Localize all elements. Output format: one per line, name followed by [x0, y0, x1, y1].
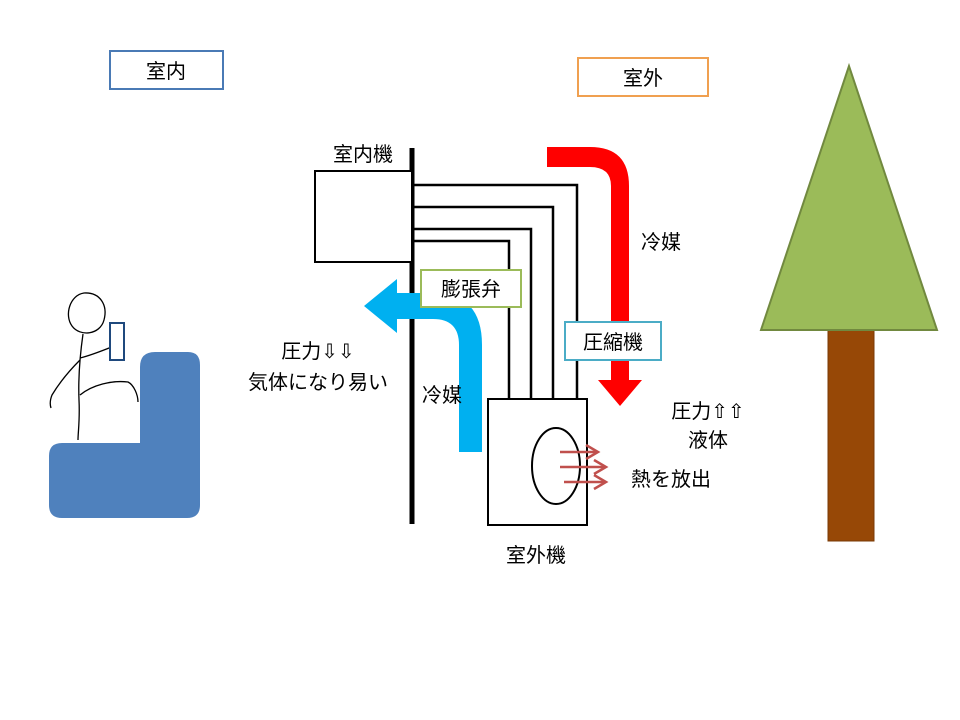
refrigerant-label-cold: 冷媒 — [422, 383, 462, 407]
liquid-label: 液体 — [688, 428, 728, 452]
expansion-valve-label: 膨張弁 — [441, 277, 501, 301]
person-on-sofa — [49, 292, 200, 518]
outdoor-unit-label: 室外機 — [506, 543, 566, 567]
sofa — [49, 352, 200, 518]
cold-refrigerant-arrow — [364, 279, 482, 452]
person-figure — [49, 292, 139, 441]
gas-easy-label: 気体になり易い — [248, 370, 388, 394]
outdoor-label-box: 室外 — [577, 57, 709, 97]
tree — [759, 62, 939, 542]
heat-release-label: 熱を放出 — [631, 467, 711, 491]
refrigerant-pipes — [412, 183, 579, 399]
compressor-box: 圧縮機 — [564, 321, 662, 361]
compressor-label: 圧縮機 — [583, 330, 643, 354]
refrigerant-label-hot: 冷媒 — [641, 230, 681, 254]
pressure-down-label: 圧力⇩⇩ — [281, 339, 355, 363]
expansion-valve-box: 膨張弁 — [420, 269, 522, 308]
outdoor-label: 室外 — [623, 66, 663, 90]
indoor-unit-label: 室内機 — [333, 142, 393, 166]
pressure-up-label: 圧力⇧⇧ — [671, 399, 745, 423]
smartphone — [109, 322, 125, 361]
heat-release-arrows — [560, 443, 609, 491]
tree-foliage — [759, 62, 939, 331]
tree-trunk — [827, 329, 875, 542]
indoor-label-box: 室内 — [109, 50, 224, 90]
indoor-label: 室内 — [146, 59, 186, 83]
indoor-unit — [314, 170, 413, 263]
